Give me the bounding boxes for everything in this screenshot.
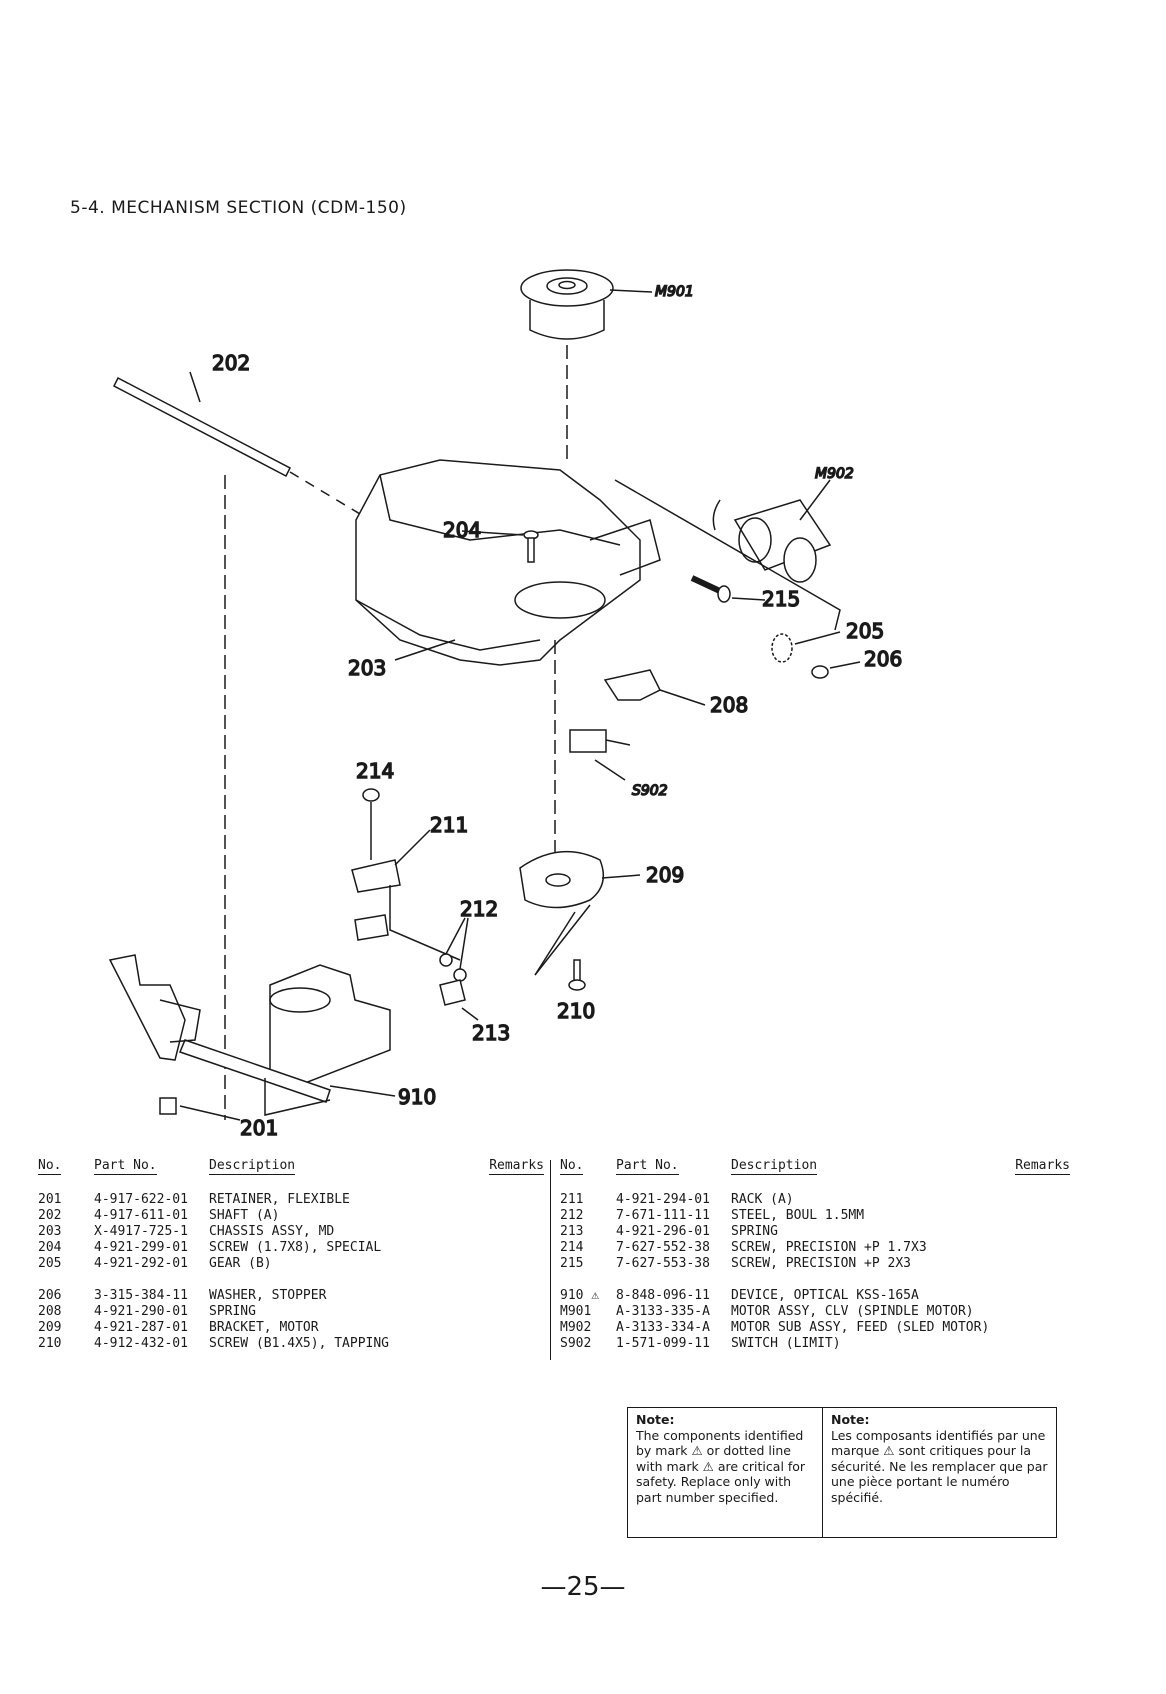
label-215: 215 bbox=[762, 587, 800, 611]
section-title: 5-4. MECHANISM SECTION (CDM-150) bbox=[70, 198, 407, 218]
header-part-no: Part No. bbox=[616, 1158, 679, 1175]
gear-205 bbox=[771, 631, 841, 663]
header-remarks: Remarks bbox=[489, 1158, 544, 1175]
label-205: 205 bbox=[846, 619, 884, 643]
header-remarks: Remarks bbox=[1015, 1158, 1070, 1175]
note-heading-en: Note: bbox=[636, 1412, 675, 1427]
header-description: Description bbox=[209, 1158, 296, 1175]
steel-ball-212 bbox=[439, 917, 469, 982]
label-210: 210 bbox=[557, 999, 595, 1023]
screw-215 bbox=[690, 575, 766, 603]
header-no: No. bbox=[560, 1158, 584, 1175]
optical-device-910 bbox=[178, 475, 396, 1120]
header-part-no: Part No. bbox=[94, 1158, 157, 1175]
screw-204 bbox=[461, 530, 539, 563]
label-209: 209 bbox=[646, 863, 684, 887]
safety-note-english: Note: The components identified by mark … bbox=[628, 1408, 823, 1537]
header-description: Description bbox=[731, 1158, 818, 1175]
label-910: 910 bbox=[398, 1085, 436, 1109]
table-divider bbox=[550, 1160, 551, 1360]
bracket-209 bbox=[519, 640, 641, 909]
safety-note-french: Note: Les composants identifiés par une … bbox=[823, 1408, 1056, 1537]
chassis-203 bbox=[355, 459, 661, 666]
label-211: 211 bbox=[430, 813, 468, 837]
label-206: 206 bbox=[864, 647, 902, 671]
spring-208 bbox=[603, 669, 706, 706]
page-number: —25— bbox=[540, 1572, 626, 1602]
washer-206 bbox=[811, 661, 861, 679]
label-203: 203 bbox=[348, 656, 386, 680]
rack-211 bbox=[351, 829, 461, 961]
spring-213 bbox=[439, 979, 466, 1006]
label-213: 213 bbox=[472, 1021, 510, 1045]
switch-s902 bbox=[569, 729, 631, 781]
label-m902: M902 bbox=[815, 466, 854, 482]
note-heading-fr: Note: bbox=[831, 1412, 870, 1427]
label-214: 214 bbox=[356, 759, 394, 783]
screw-214 bbox=[362, 788, 380, 860]
note-body-fr: Les composants identifiés par une marque… bbox=[831, 1427, 1048, 1505]
label-s902: S902 bbox=[632, 783, 668, 799]
label-202: 202 bbox=[212, 351, 250, 375]
screw-210 bbox=[534, 904, 591, 991]
flex-retainer-201 bbox=[108, 954, 241, 1121]
label-208: 208 bbox=[710, 693, 748, 717]
label-212: 212 bbox=[460, 897, 498, 921]
note-body-en: The components identified by mark ⚠ or d… bbox=[636, 1427, 806, 1505]
header-no: No. bbox=[38, 1158, 62, 1175]
exploded-view-diagram: M901 202 M902 204 203 215 205 206 208 21… bbox=[108, 269, 903, 1141]
safety-note-box: Note: The components identified by mark … bbox=[627, 1407, 1057, 1538]
sled-motor-m902 bbox=[614, 479, 841, 631]
shaft-202 bbox=[112, 371, 371, 521]
label-201: 201 bbox=[240, 1116, 278, 1140]
label-m901: M901 bbox=[655, 284, 694, 300]
label-204: 204 bbox=[443, 518, 481, 542]
spindle-motor-m901 bbox=[520, 269, 614, 460]
